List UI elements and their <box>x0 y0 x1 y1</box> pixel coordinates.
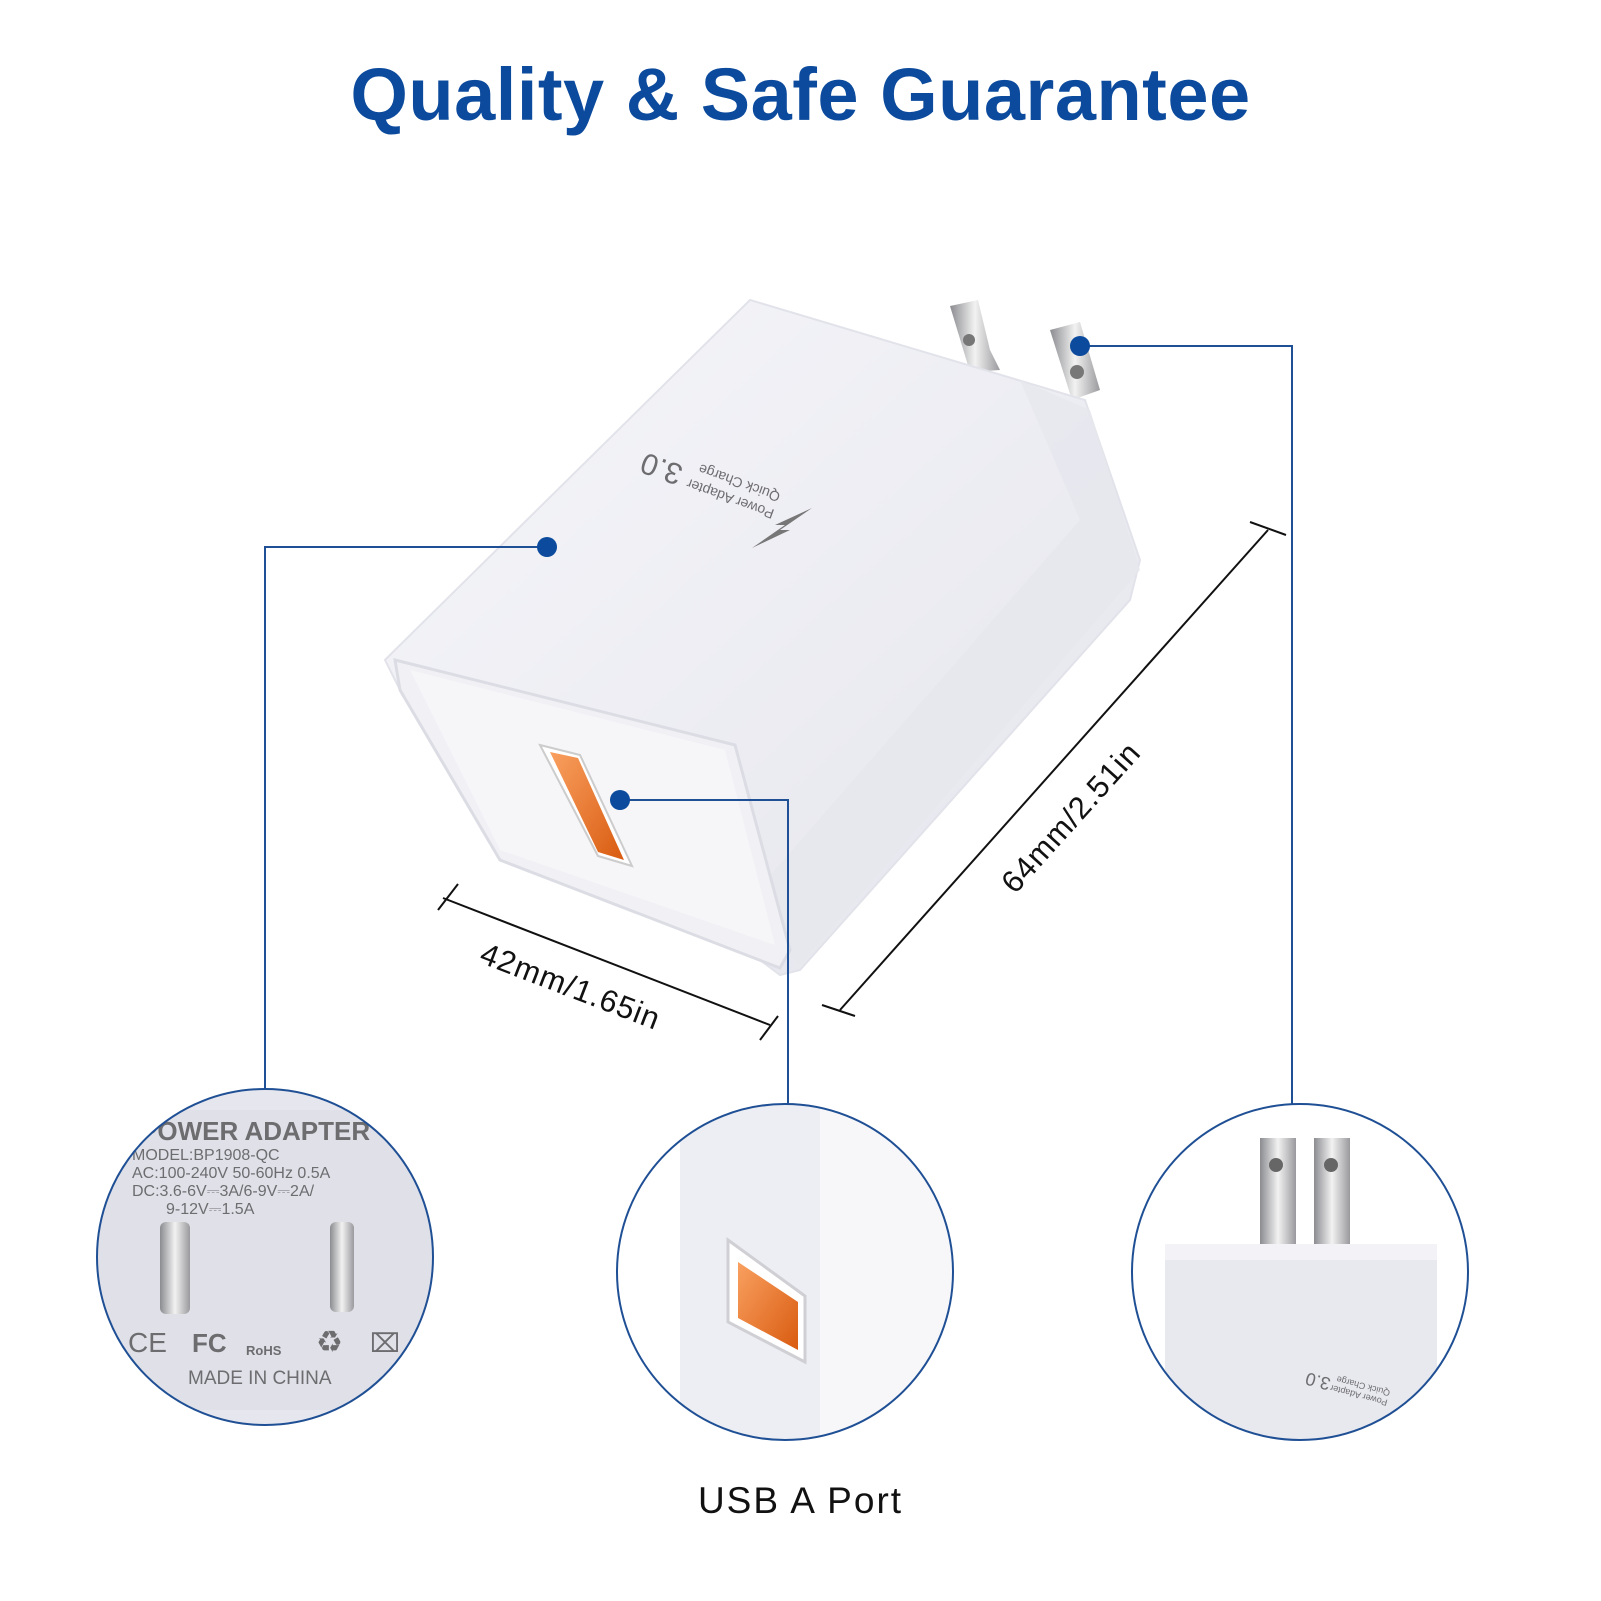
fcc-mark: FC <box>192 1328 227 1358</box>
callout-dot-prong <box>1070 336 1090 356</box>
width-dimension: 42mm/1.65in <box>475 936 665 1037</box>
height-dimension: 64mm/2.51in <box>994 735 1147 900</box>
prong-right <box>1314 1138 1350 1248</box>
detail-circle-label: POWER ADAPTER MODEL:BP1908-QC AC:100-240… <box>97 1089 433 1425</box>
spec-dc2: 9-12V⎓1.5A <box>166 1201 255 1218</box>
spec-heading: POWER ADAPTER <box>140 1116 370 1146</box>
ce-mark: CE <box>128 1327 167 1358</box>
callout-lines <box>264 345 1293 1105</box>
detail-circle-port <box>617 1104 953 1440</box>
weee-icon: ⌧ <box>370 1328 400 1358</box>
prong-right <box>330 1222 354 1312</box>
prong-left <box>950 300 1000 372</box>
callout-dot-port <box>610 790 630 810</box>
spec-dc1: DC:3.6-6V⎓3A/6-9V⎓2A/ <box>132 1183 315 1200</box>
usb-port <box>738 1262 798 1350</box>
made-in-china: MADE IN CHINA <box>188 1368 332 1389</box>
lightning-icon <box>752 508 812 548</box>
detail-circle-prongs: Power Adapter Quick Charge 3.0 <box>1132 1104 1468 1440</box>
charger-main: Power Adapter Quick Charge 3.0 <box>383 298 1142 977</box>
dimension-lines <box>437 521 1287 1041</box>
prong-right <box>1050 322 1100 400</box>
prong-left <box>160 1222 190 1314</box>
spec-ac: AC:100-240V 50-60Hz 0.5A <box>132 1165 331 1182</box>
page-title: Quality & Safe Guarantee <box>350 53 1251 136</box>
spec-model: MODEL:BP1908-QC <box>132 1147 280 1164</box>
rohs-mark: RoHS <box>246 1343 282 1358</box>
callout-dot-top <box>537 537 557 557</box>
usb-port <box>550 752 624 860</box>
recycle-icon: ♻ <box>316 1326 343 1359</box>
usb-port-caption: USB A Port <box>697 1480 904 1521</box>
prong-left <box>1260 1138 1296 1248</box>
